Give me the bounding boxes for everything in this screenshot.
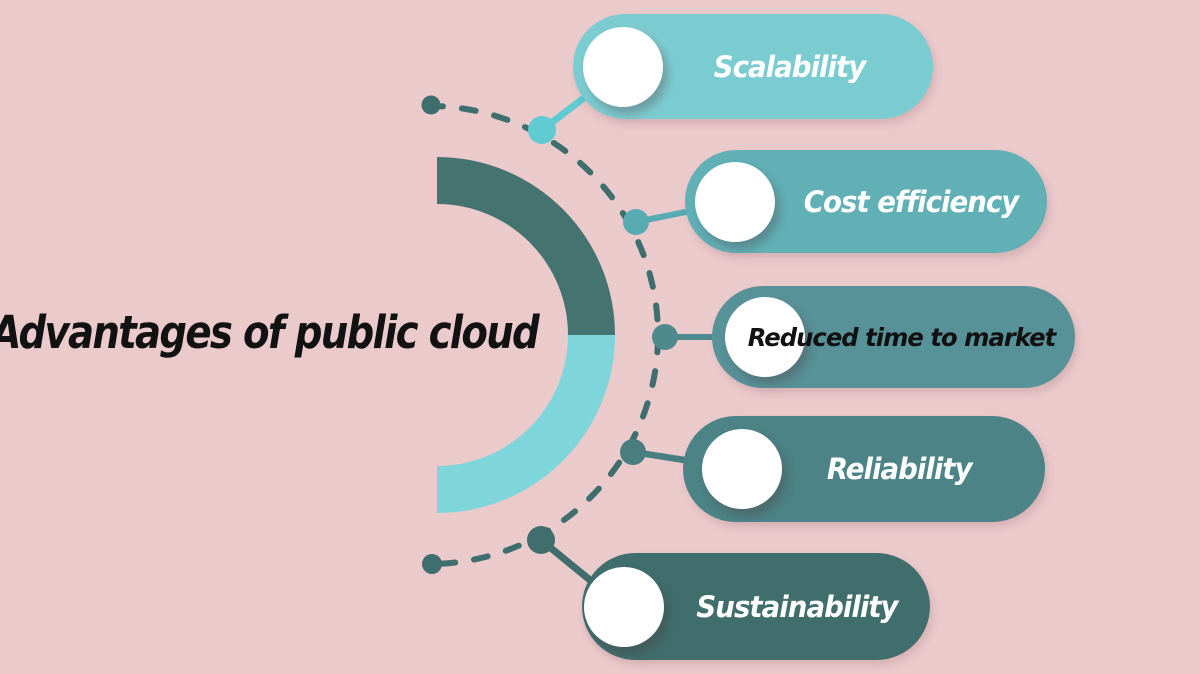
- pill-sustainability: Sustainability: [582, 553, 930, 660]
- pill-scalability: Scalability: [573, 14, 933, 119]
- pill-bullet-circle: [584, 566, 664, 647]
- pill-bullet-circle: [583, 26, 663, 107]
- pill-bullet-circle: [725, 297, 805, 377]
- pill-reliability: Reliability: [683, 416, 1045, 522]
- connector-node-reliability: [620, 439, 646, 465]
- pill-label: Scalability: [713, 49, 866, 84]
- donut-bottom-segment: [437, 335, 615, 513]
- arc-end-dot-bottom: [422, 554, 442, 574]
- connector-node-reduced-time: [652, 324, 678, 350]
- pill-label: Sustainability: [696, 589, 898, 624]
- pill-label: Reliability: [826, 452, 973, 486]
- pill-bullet-circle: [702, 429, 782, 509]
- pill-label: Reduced time to market: [747, 322, 1056, 352]
- pill-label: Cost efficiency: [803, 184, 1019, 219]
- pill-cost-efficiency: Cost efficiency: [685, 150, 1047, 253]
- pill-bullet-circle: [695, 161, 775, 242]
- connector-node-cost-efficiency: [623, 209, 649, 235]
- pill-reduced-time-to-market: Reduced time to market: [712, 286, 1075, 388]
- connector-node-scalability: [528, 116, 556, 144]
- donut-top-segment: [437, 157, 615, 335]
- arc-end-dot-top: [421, 95, 441, 115]
- connector-node-sustainability: [527, 526, 555, 554]
